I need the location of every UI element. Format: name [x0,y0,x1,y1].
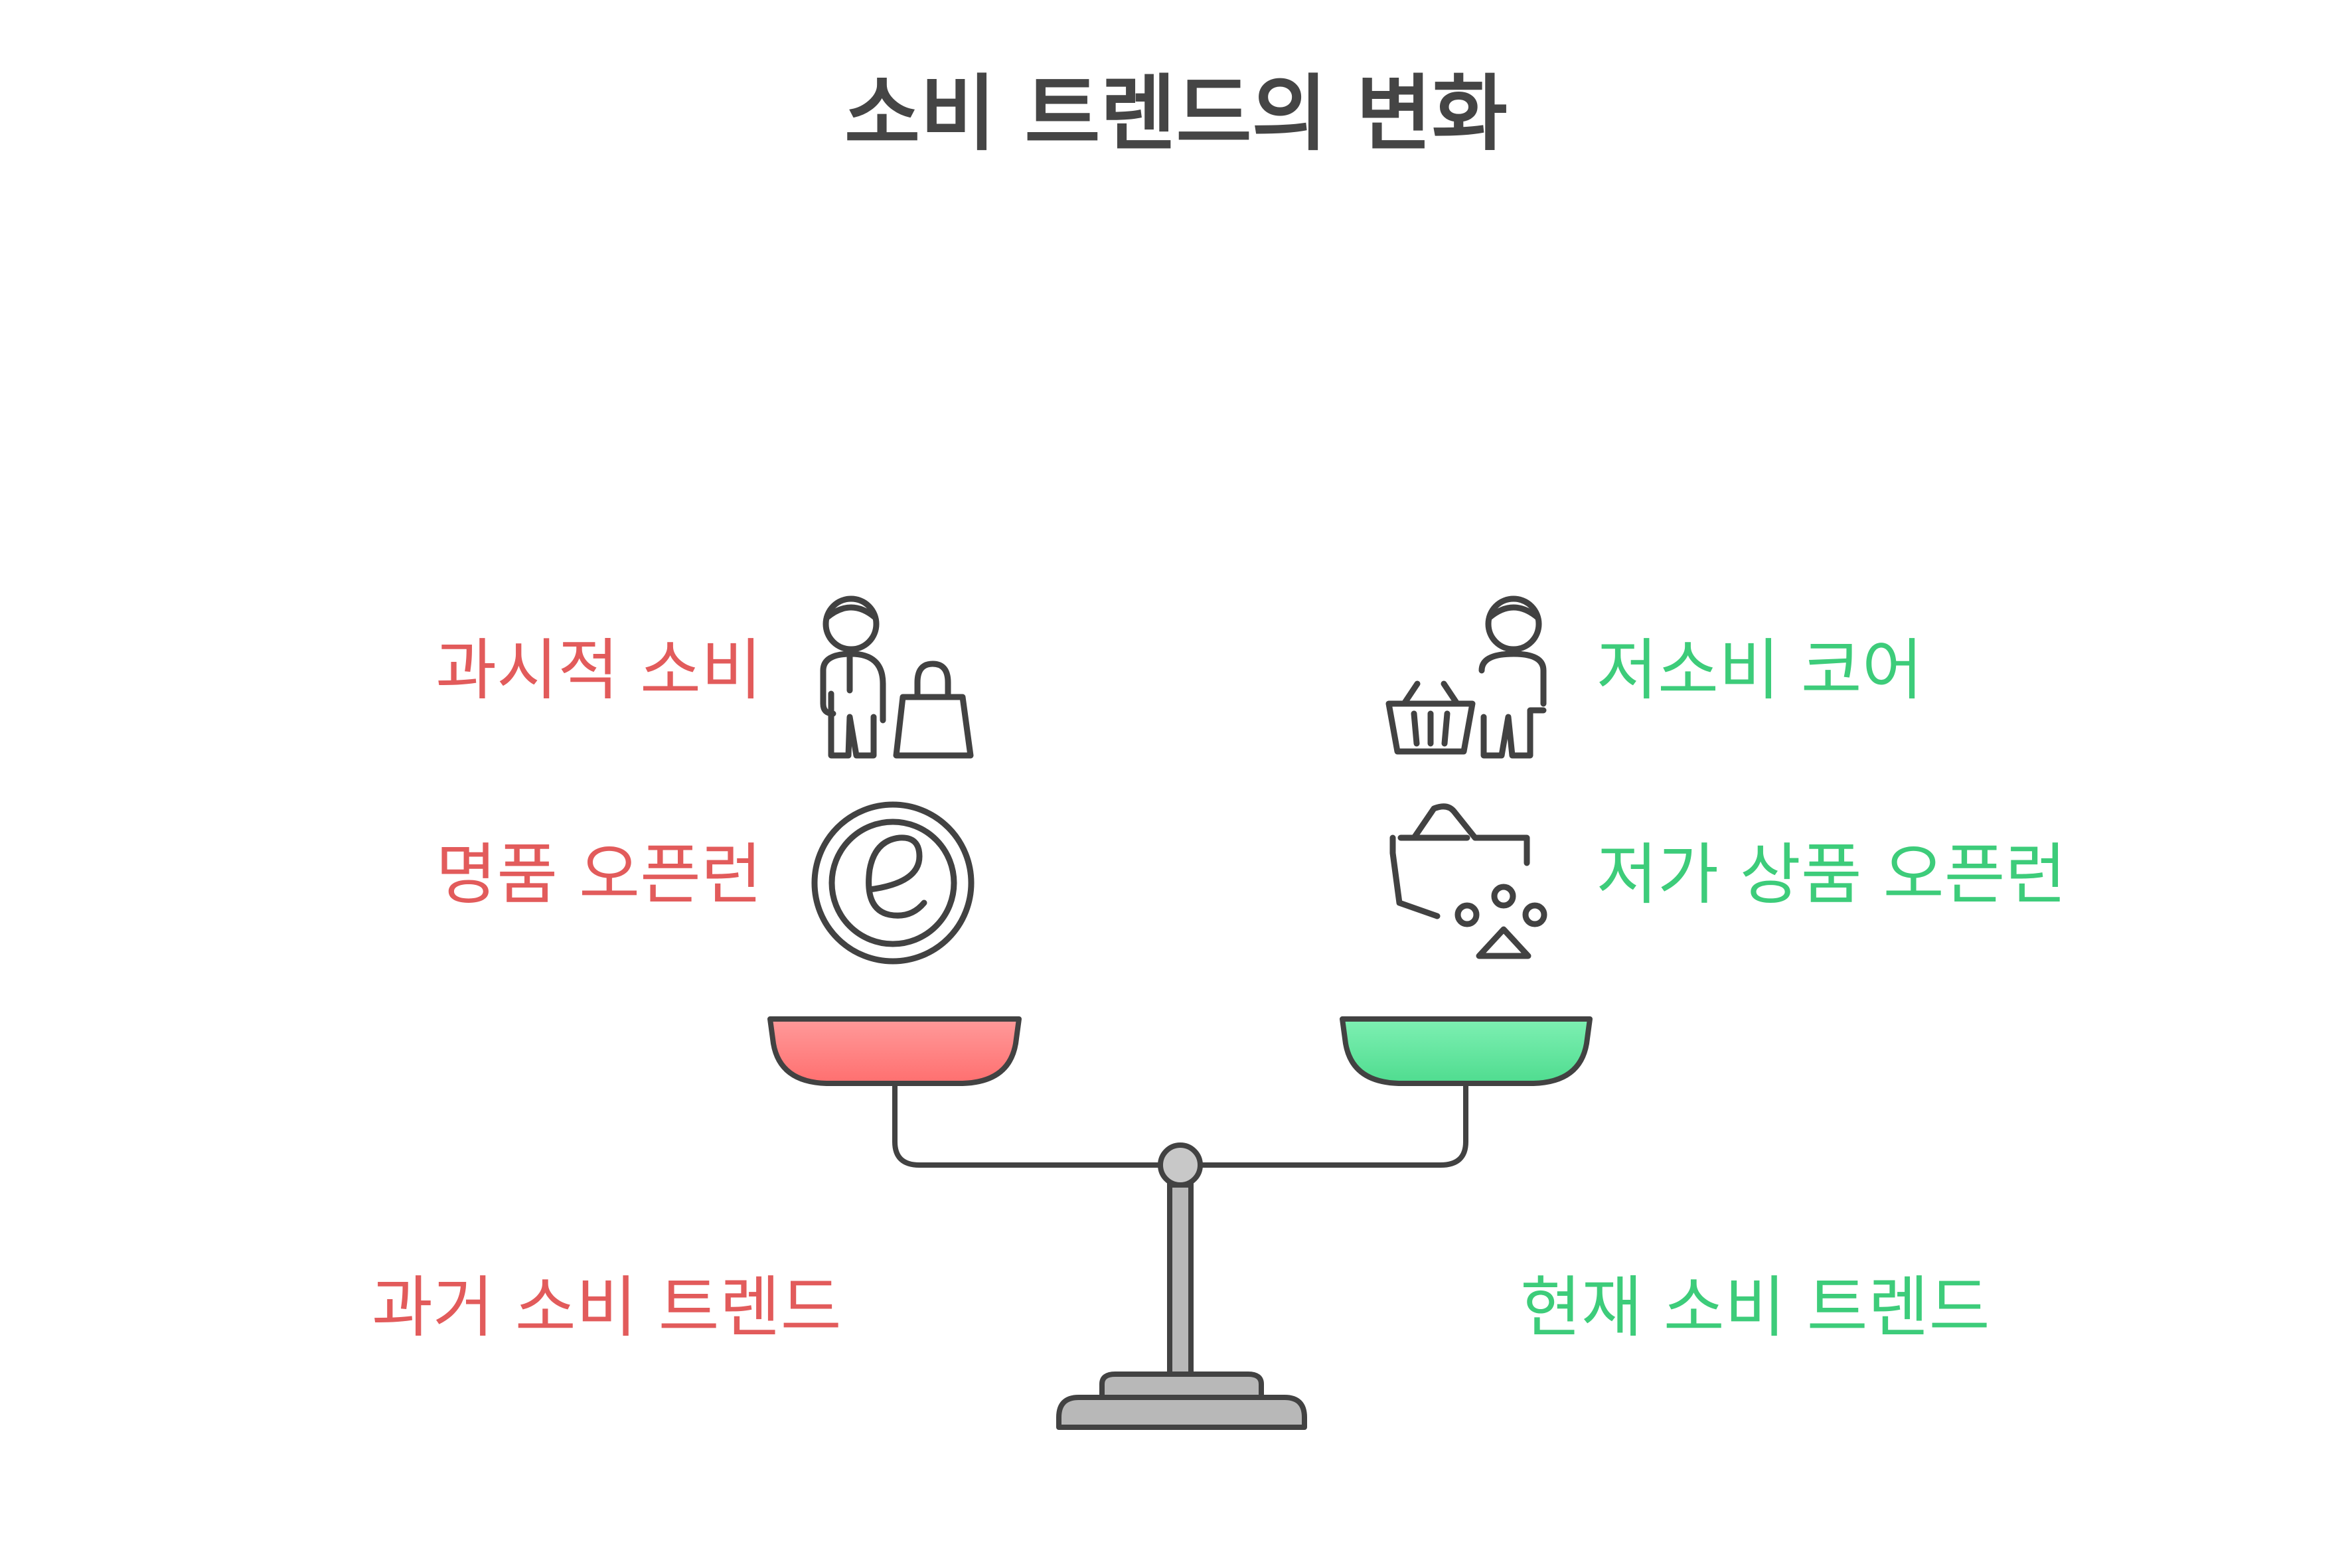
scale-base [1056,1395,1307,1430]
left-item-label-2: 명품 오픈런 [435,836,762,913]
right-heading: 현재 소비 트렌드 [1520,1269,1990,1346]
page-title: 소비 트렌드의 변화 [844,66,1508,162]
left-heading: 과거 소비 트렌드 [372,1269,842,1346]
right-item-label-1: 저소비 코어 [1597,631,1923,709]
scale-base-top [1099,1372,1264,1400]
left-scale-pan [767,1016,1022,1086]
scale-pivot [1158,1142,1203,1188]
luxury-emblem-icon [811,801,975,965]
basket-with-items-icon [1389,803,1547,959]
person-with-shopping-bag-icon [820,595,974,759]
scale-pillar [1167,1182,1194,1380]
left-item-label-1: 과시적 소비 [435,631,762,709]
person-with-basket-icon [1385,595,1547,759]
right-scale-pan [1340,1016,1593,1086]
right-item-label-2: 저가 상품 오픈런 [1597,836,2067,913]
